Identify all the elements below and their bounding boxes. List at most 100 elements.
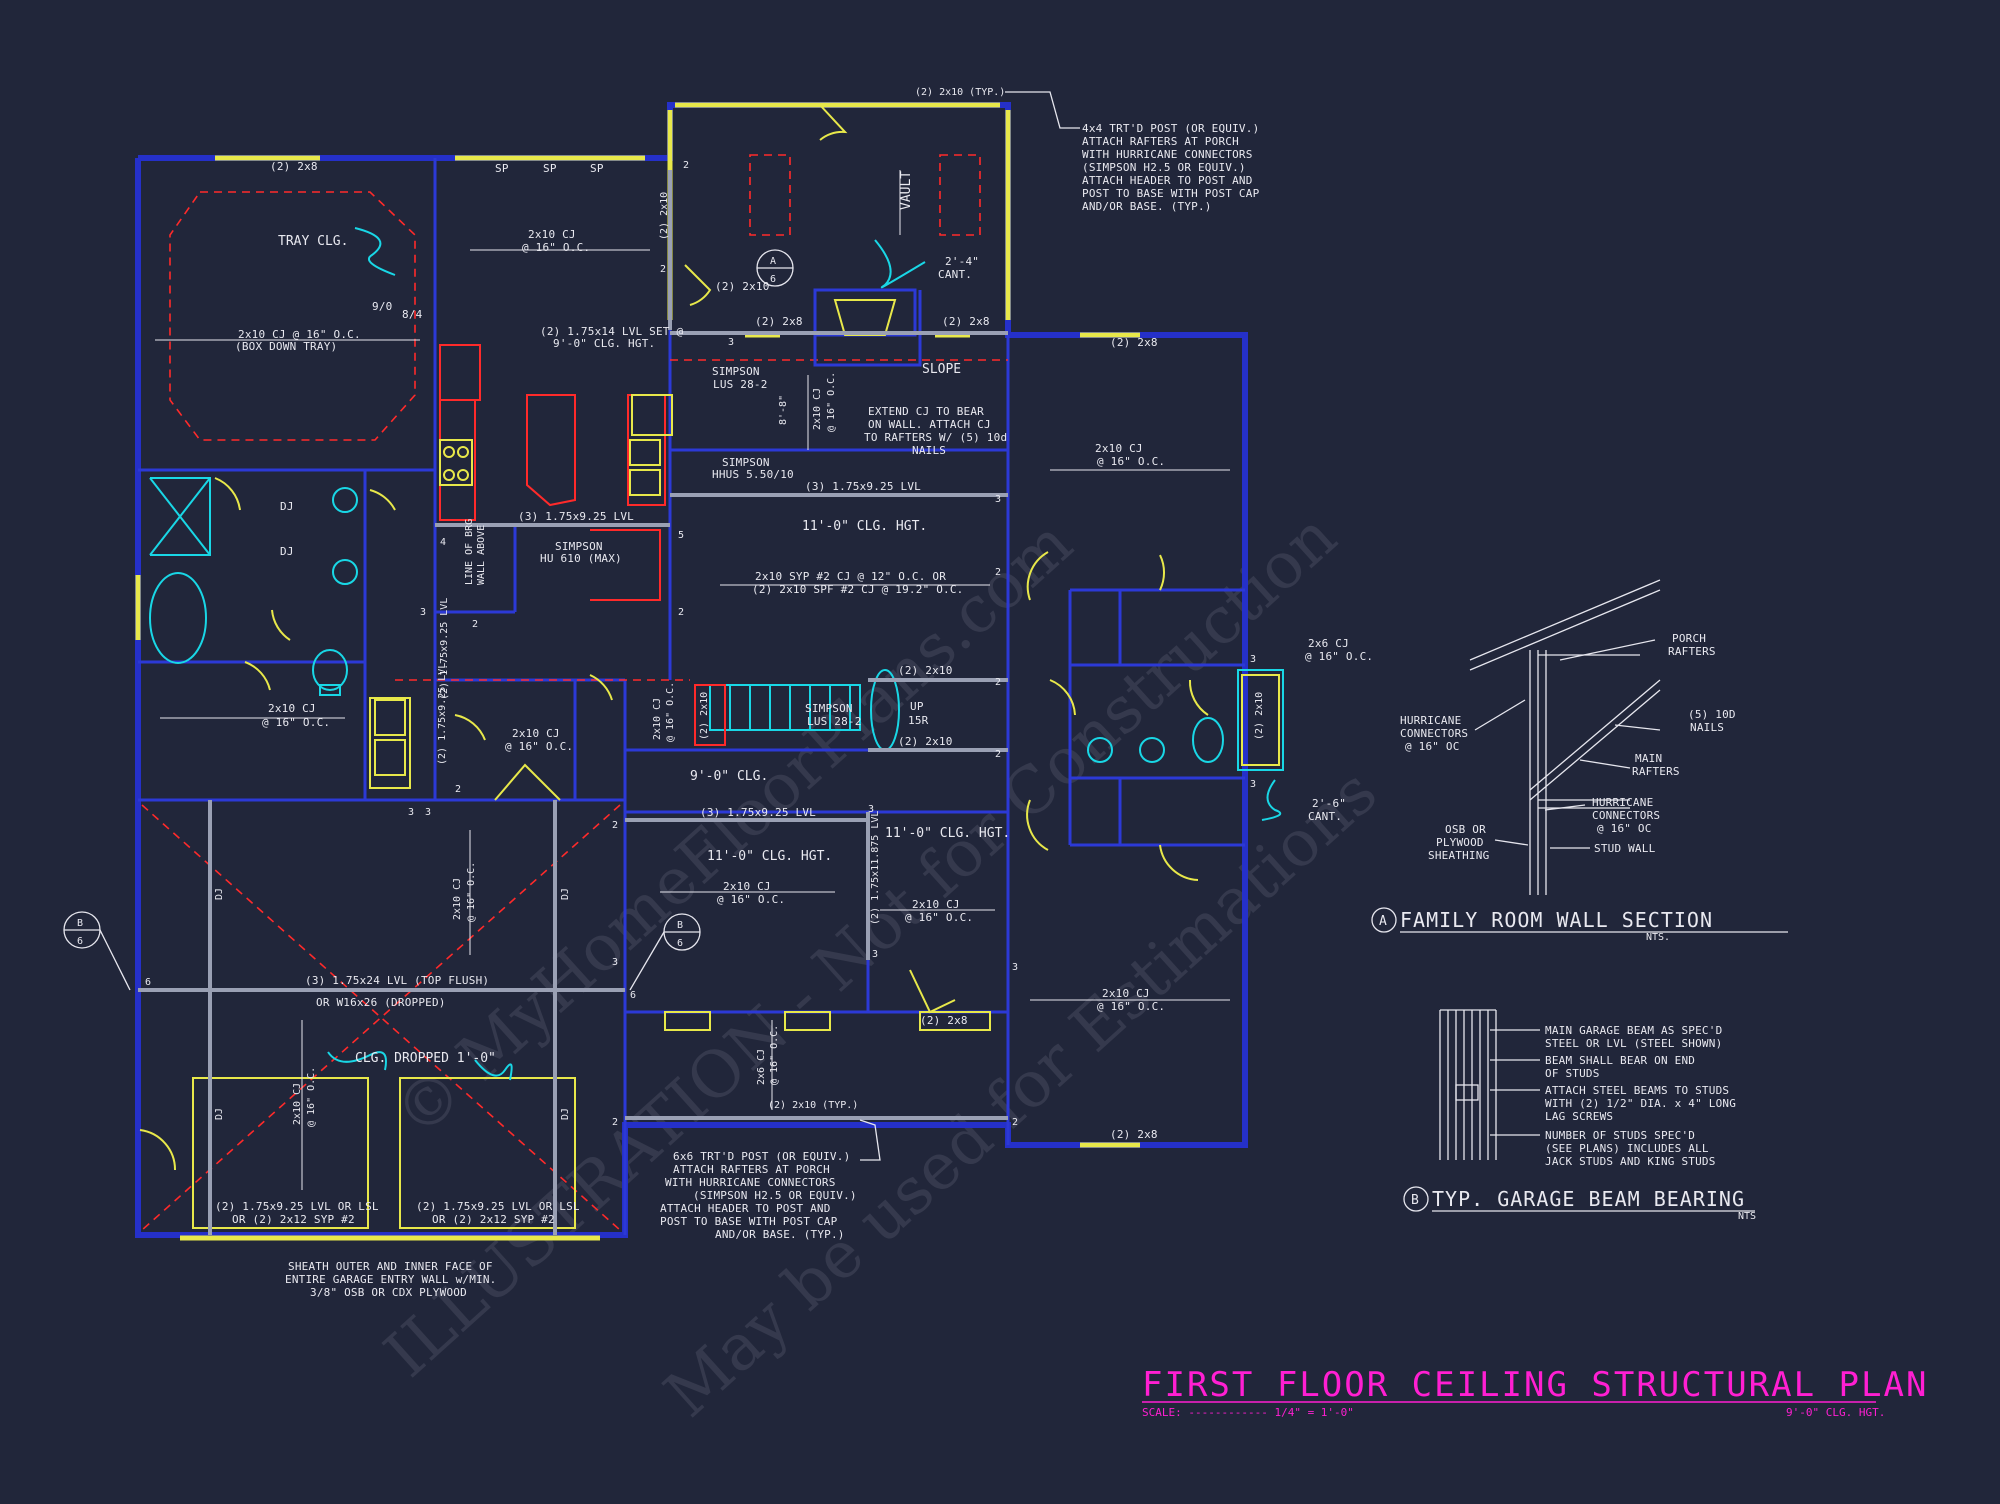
detail-b-note-4-2: (SEE PLANS) INCLUDES ALL <box>1545 1142 1709 1155</box>
label-hdr-2x10-bath: (2) 2x10 <box>1254 692 1265 740</box>
label-dining-cj-1: 2x10 CJ <box>723 880 771 893</box>
label-stair-cj-2: @ 16" O.C. <box>665 682 676 742</box>
bearing-numbers: 2 2 3 4 5 3 2 2 2 3 2 2 2 3 3 2 3 6 6 3 … <box>145 160 1256 1128</box>
detail-a-hurricane-1: HURRICANE <box>1400 714 1461 727</box>
bearing-3-g: 3 <box>868 804 874 815</box>
label-post-4x4-2: ATTACH RAFTERS AT PORCH <box>1082 135 1239 148</box>
label-lvl-3-925-b: (3) 1.75x9.25 LVL <box>805 480 921 493</box>
label-clg-11-c: 11'-0" CLG. HGT. <box>885 826 1010 841</box>
detail-a-hurricane-b-2: CONNECTORS <box>1592 809 1660 822</box>
label-hdr-2x10-d: (2) 2x10 <box>898 735 953 748</box>
bearing-2-f: 2 <box>995 677 1001 688</box>
label-hdr-2x10-a: (2) 2x10 <box>715 280 770 293</box>
bath-fixtures <box>149 477 1284 789</box>
label-lvl-2-925-v: (2) 1.75x9.25 LVL <box>437 663 448 765</box>
label-lvl-1875: (2) 1.75x11.875 LVL <box>870 811 881 925</box>
label-extend-3: TO RAFTERS W/ (5) 10d <box>864 431 1007 444</box>
label-post-4x4-7: AND/OR BASE. (TYP.) <box>1082 200 1212 213</box>
label-dj-garage-3: DJ <box>214 1108 225 1120</box>
bearing-3-e: 3 <box>425 807 431 818</box>
detail-a-main-rafters-2: RAFTERS <box>1632 765 1680 778</box>
label-cant-24-1: 2'-4" <box>945 255 979 268</box>
bearing-2-k: 2 <box>1012 1117 1018 1128</box>
bearing-2-d: 2 <box>678 607 684 618</box>
label-clg-9: 9'-0" CLG. <box>690 769 768 784</box>
label-post-4x4-4: (SIMPSON H2.5 OR EQUIV.) <box>1082 161 1246 174</box>
detail-b-nts: NTS <box>1738 1211 1756 1222</box>
label-right-lower-cj-1: 2x10 CJ <box>1102 987 1150 1000</box>
label-line-brg-1: LINE OF BRG <box>464 519 475 585</box>
bearing-2-b: 2 <box>660 264 666 275</box>
label-simpson-lus-1: SIMPSON <box>712 365 760 378</box>
label-hdr-2x8-b: (2) 2x8 <box>942 315 990 328</box>
label-header-2x8: (2) 2x8 <box>270 160 318 173</box>
detail-b-note-3-1: ATTACH STEEL BEAMS TO STUDS <box>1545 1084 1729 1097</box>
detail-garage-beam-bearing: MAIN GARAGE BEAM AS SPEC'D STEEL OR LVL … <box>1403 1009 1756 1222</box>
detail-a-hurricane-2: CONNECTORS <box>1400 727 1468 740</box>
label-stair-cj-1: 2x10 CJ <box>652 698 663 740</box>
label-beam-2: OR W16x26 (DROPPED) <box>316 996 446 1009</box>
label-dj-1: DJ <box>280 500 294 513</box>
dimension-arrows <box>155 170 1230 1190</box>
label-dim-8-8: 8'-8" <box>778 395 789 425</box>
label-slope: SLOPE <box>922 362 961 377</box>
section-a-letter: A <box>770 256 776 267</box>
section-marker-b-right: B 6 <box>629 913 701 991</box>
bearing-3-a: 3 <box>728 337 734 348</box>
plan-ceiling-height: 9'-0" CLG. HGT. <box>1786 1406 1885 1419</box>
label-cj-2x6-2: @ 16" O.C. <box>1305 650 1373 663</box>
plan-title: FIRST FLOOR CEILING STRUCTURAL PLAN <box>1142 1365 1928 1405</box>
label-garage-cj-v2-1: 2x10 CJ <box>292 1083 303 1125</box>
label-clg-11-b: 11'-0" CLG. HGT. <box>707 849 832 864</box>
label-post-4x4-3: WITH HURRICANE CONNECTORS <box>1082 148 1253 161</box>
label-post-4x4-5: ATTACH HEADER TO POST AND <box>1082 174 1253 187</box>
label-cj-2x6-v-2: @ 16" O.C. <box>769 1025 780 1085</box>
label-dj-2: DJ <box>280 545 294 558</box>
section-b-left-letter: B <box>77 918 83 929</box>
label-garage-cj-v-1: 2x10 CJ <box>452 878 463 920</box>
label-nook-cj-2: @ 16" O.C. <box>905 911 973 924</box>
label-simpson-hu-1: SIMPSON <box>555 540 603 553</box>
bearing-3-b: 3 <box>420 607 426 618</box>
detail-a-hurricane-3: @ 16" OC <box>1405 740 1460 753</box>
label-post-6x6-3: WITH HURRICANE CONNECTORS <box>665 1176 836 1189</box>
label-post-6x6-6: POST TO BASE WITH POST CAP <box>660 1215 838 1228</box>
label-pitch-right: 8/4 <box>402 308 423 321</box>
label-box-down-tray: (BOX DOWN TRAY) <box>235 340 337 353</box>
detail-b-letter: B <box>1411 1193 1419 1208</box>
bearing-2-h: 2 <box>455 784 461 795</box>
label-garage-header-right-1: (2) 1.75x9.25 LVL OR LSL <box>416 1200 580 1213</box>
tray-ceiling-outline <box>169 191 416 441</box>
bearing-2-e: 2 <box>995 567 1001 578</box>
bearing-6-b: 6 <box>145 977 151 988</box>
bearing-3-k: 3 <box>1250 779 1256 790</box>
leader-lines <box>327 227 1282 1081</box>
windows <box>135 102 1140 1241</box>
label-post-4x4-6: POST TO BASE WITH POST CAP <box>1082 187 1260 200</box>
detail-b-note-1-1: MAIN GARAGE BEAM AS SPEC'D <box>1545 1024 1722 1037</box>
bearing-4-a: 4 <box>440 537 446 548</box>
label-cj-v-2: @ 16" O.C. <box>826 372 837 432</box>
section-b-right-sheet: 6 <box>677 938 683 949</box>
label-right-lower-cj-2: @ 16" O.C. <box>1097 1000 1165 1013</box>
section-b-left-sheet: 6 <box>77 936 83 947</box>
label-post-6x6-5: ATTACH HEADER TO POST AND <box>660 1202 831 1215</box>
detail-b-note-4-1: NUMBER OF STUDS SPEC'D <box>1545 1129 1695 1142</box>
detail-a-stud-wall: STUD WALL <box>1594 842 1656 855</box>
detail-a-porch-rafters-2: RAFTERS <box>1668 645 1716 658</box>
section-a-sheet: 6 <box>770 274 776 285</box>
stairs <box>694 669 900 751</box>
label-hdr-2x10-v: (2) 2x10 <box>659 192 670 240</box>
label-cant-24-2: CANT. <box>938 268 972 281</box>
note-leaders <box>859 91 1080 1161</box>
label-post-6x6-1: 6x6 TRT'D POST (OR EQUIV.) <box>673 1150 850 1163</box>
garage-dash-x <box>141 804 621 1231</box>
label-kitchen-cj: 2x10 CJ <box>528 228 576 241</box>
detail-b-note-3-2: WITH (2) 1/2" DIA. x 4" LONG <box>1545 1097 1736 1110</box>
detail-b-note-3-3: LAG SCREWS <box>1545 1110 1613 1123</box>
label-extend-1: EXTEND CJ TO BEAR <box>868 405 984 418</box>
label-hdr-2x8-a: (2) 2x8 <box>755 315 803 328</box>
detail-b-title: TYP. GARAGE BEAM BEARING <box>1432 1187 1745 1211</box>
label-pitch-left: 9/0 <box>372 300 392 313</box>
label-beam-1: (3) 1.75x24 LVL (TOP FLUSH) <box>305 974 489 987</box>
